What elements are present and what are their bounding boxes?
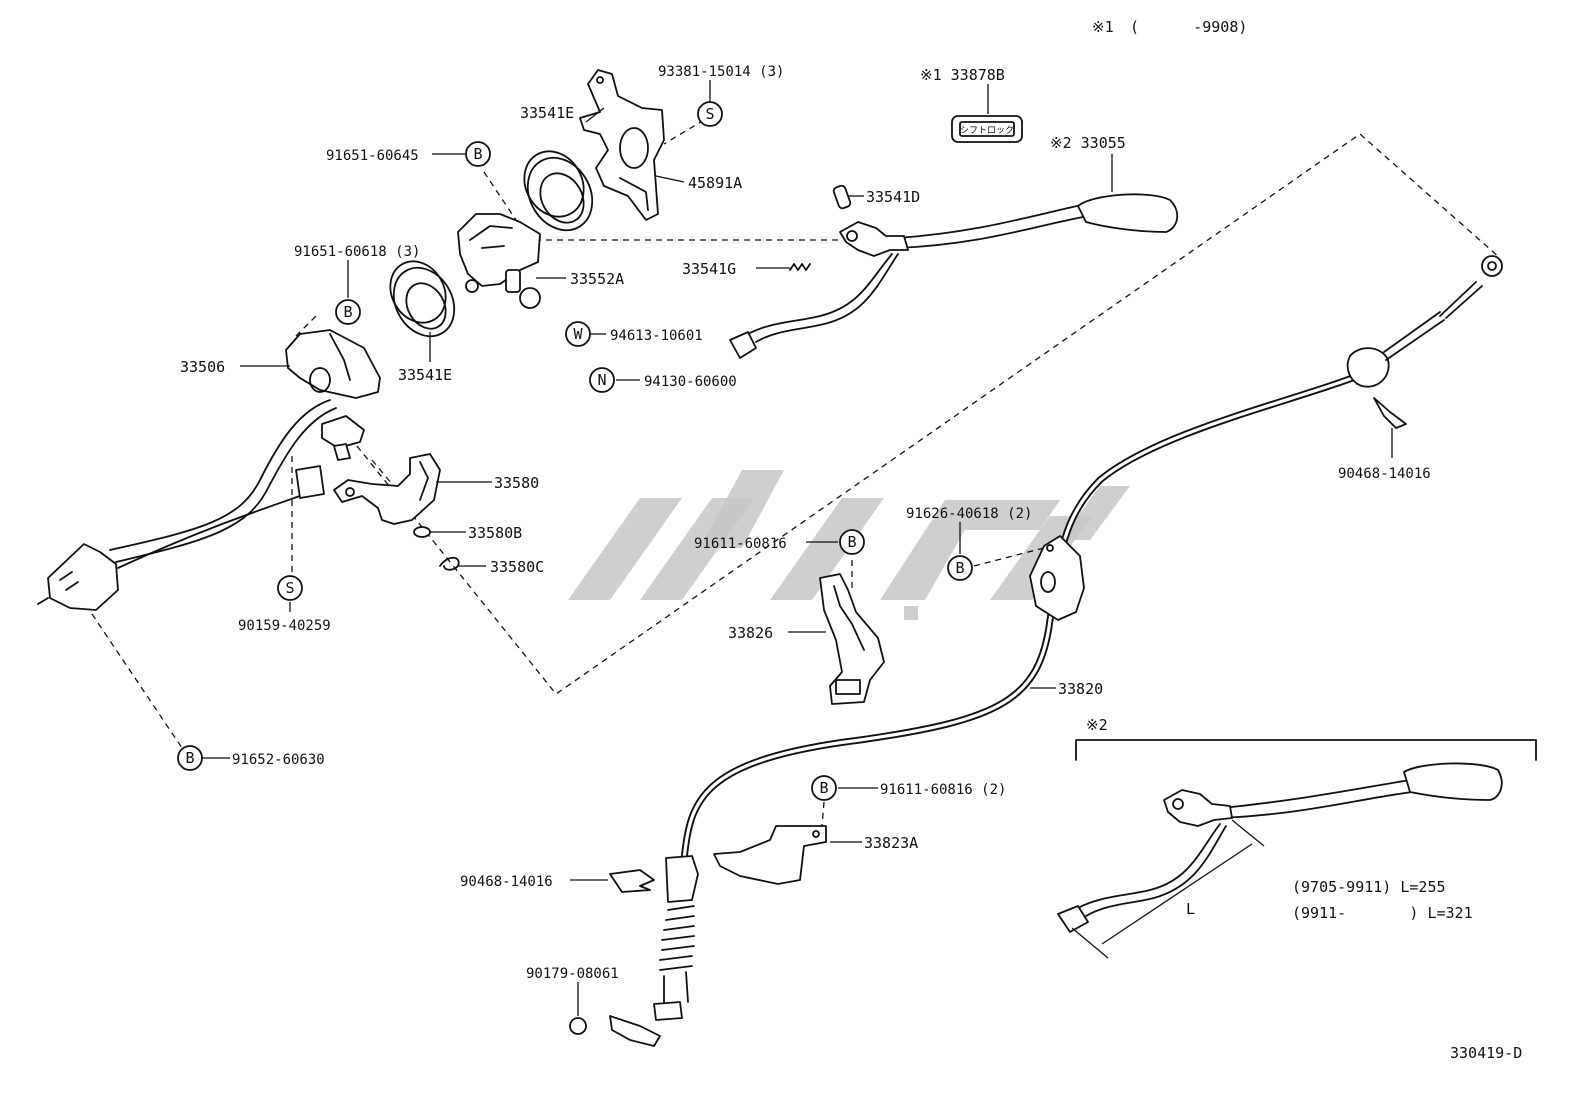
label-45891a: 45891A — [688, 174, 742, 192]
svg-text:B: B — [473, 145, 482, 163]
inset-spec-2: (9911- ) L=321 — [1292, 904, 1473, 922]
sticker-33878b-drawing: シフトロック — [951, 115, 1023, 143]
label-93381-15014: 93381-15014 (3) — [658, 64, 784, 80]
pivot-33552a-drawing — [457, 213, 541, 309]
svg-text:S: S — [705, 105, 714, 123]
svg-text:S: S — [285, 579, 294, 597]
housing-33506-drawing — [285, 329, 381, 461]
label-91651-60618: 91651-60618 (3) — [294, 244, 420, 260]
svg-text:B: B — [343, 303, 352, 321]
circled-symbols: S B B W N S B B B B — [177, 101, 973, 801]
symbol-s-circle-bottom — [277, 575, 303, 601]
symbol-b-circle-6 — [811, 775, 837, 801]
label-90468-14016-right: 90468-14016 — [1338, 466, 1431, 482]
bushing-33541e-bottom-drawing — [389, 260, 456, 338]
label-33826: 33826 — [728, 624, 773, 642]
label-90159-40259: 90159-40259 — [238, 618, 331, 634]
inset-dim-letter: L — [1186, 900, 1195, 918]
assembly-dashed-outline — [356, 133, 1501, 695]
wire-harness-left-drawing — [37, 399, 337, 611]
bracket-33823a-drawing — [609, 825, 827, 893]
symbol-b-circle-3 — [177, 745, 203, 771]
shift-lever-33055-drawing — [729, 184, 1179, 359]
sticker-text: シフトロック — [960, 125, 1014, 136]
svg-text:B: B — [955, 559, 964, 577]
inset-title: ※2 — [1086, 716, 1108, 734]
label-33580b: 33580B — [468, 524, 522, 542]
symbol-b-circle-1 — [465, 141, 491, 167]
label-33580c: 33580C — [490, 558, 544, 576]
svg-text:N: N — [597, 371, 606, 389]
label-91626-40618: 91626-40618 (2) — [906, 506, 1032, 522]
symbol-b-circle-4 — [839, 529, 865, 555]
inset-spec-1: (9705-9911) L=255 — [1292, 878, 1446, 896]
label-91652-60630: 91652-60630 — [232, 752, 325, 768]
symbol-b-circle-2 — [335, 299, 361, 325]
label-91611-60816-b: 91611-60816 (2) — [880, 782, 1006, 798]
diagram-code: 330419-D — [1450, 1044, 1522, 1062]
part-labels: 93381-15014 (3) 33541E 45891A 91651-6064… — [180, 64, 1431, 982]
inset-frame — [1057, 739, 1537, 959]
label-33541g: 33541G — [682, 260, 736, 278]
label-33580: 33580 — [494, 474, 539, 492]
label-33055: ※2 33055 — [1050, 134, 1126, 152]
bracket-45891a-drawing — [579, 69, 665, 221]
symbol-b-circle-5 — [947, 555, 973, 581]
label-94613-10601: 94613-10601 — [610, 328, 703, 344]
svg-text:B: B — [819, 779, 828, 797]
label-33878b: ※1 33878B — [920, 66, 1005, 84]
header-note-range: ( -9908) — [1130, 18, 1247, 36]
label-91651-60645: 91651-60645 — [326, 148, 419, 164]
label-33552a: 33552A — [570, 270, 624, 288]
header-note-mark: ※1 — [1092, 18, 1114, 36]
label-90179-08061: 90179-08061 — [526, 966, 619, 982]
symbol-w-circle — [565, 321, 591, 347]
label-33820: 33820 — [1058, 680, 1103, 698]
cable-33820-drawing — [569, 255, 1503, 1047]
svg-text:B: B — [847, 533, 856, 551]
symbol-s-circle-top — [697, 101, 723, 127]
svg-text:B: B — [185, 749, 194, 767]
label-94130-60600: 94130-60600 — [644, 374, 737, 390]
leader-lines — [202, 80, 1393, 1016]
label-33541d: 33541D — [866, 188, 920, 206]
label-33506: 33506 — [180, 358, 225, 376]
symbol-n-circle — [589, 367, 615, 393]
label-33541e-top: 33541E — [520, 104, 574, 122]
svg-text:W: W — [573, 325, 583, 343]
bracket-33826-drawing — [819, 573, 885, 705]
bushing-33541e-top-drawing — [523, 150, 594, 232]
lever-33580-drawing — [333, 453, 460, 571]
label-91611-60816-a: 91611-60816 — [694, 536, 787, 552]
label-90468-14016-left: 90468-14016 — [460, 874, 553, 890]
label-33823a: 33823A — [864, 834, 918, 852]
label-33541e-bottom: 33541E — [398, 366, 452, 384]
